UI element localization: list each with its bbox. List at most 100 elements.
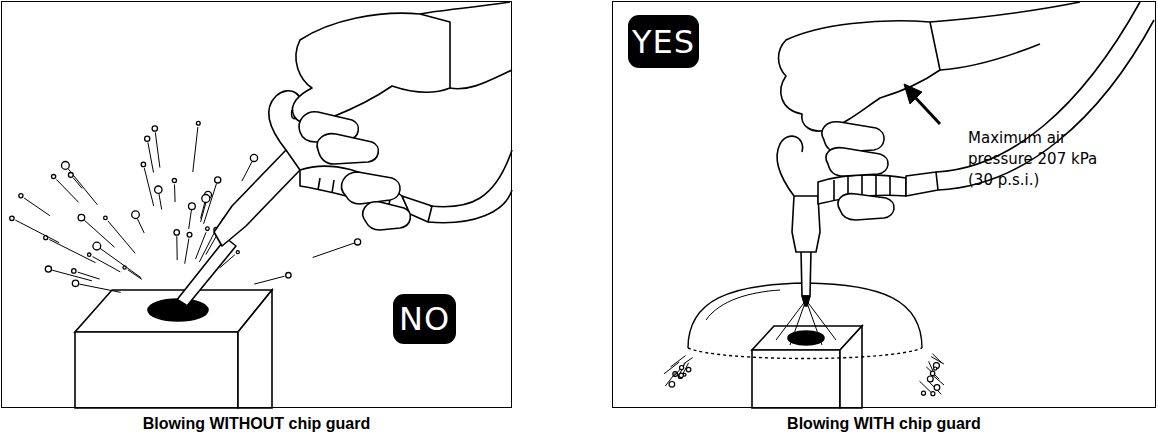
workpiece-block (75, 290, 272, 408)
chip-trail (665, 372, 676, 386)
chip-trail (204, 184, 217, 224)
badge-text: NO (399, 303, 450, 335)
badge-text: YES (632, 26, 695, 58)
chip (669, 382, 675, 388)
chip (922, 391, 926, 395)
finger (838, 194, 894, 220)
chip-trail (24, 198, 50, 216)
chip (202, 195, 210, 203)
chip (72, 280, 78, 286)
chip (686, 367, 691, 372)
chip-trail (93, 257, 121, 272)
chip (174, 230, 179, 235)
chip (930, 371, 934, 375)
chip (931, 392, 935, 396)
guard-rim (688, 348, 922, 359)
gloved-hand (292, 2, 512, 230)
finger (826, 148, 888, 176)
chip (45, 266, 51, 272)
chip (189, 203, 196, 210)
chip-trail (254, 276, 284, 284)
air-gun (172, 91, 432, 312)
illustration-panel: Blowing WITH chip guardYES (612, 1, 1156, 408)
gun-barrel (792, 196, 820, 252)
chip (72, 269, 76, 273)
air-hose (936, 2, 1154, 190)
chip (934, 367, 937, 370)
chip-trail (68, 168, 98, 204)
workpiece-block (752, 326, 862, 408)
gun-nozzle (172, 238, 236, 312)
chip (104, 216, 108, 220)
chip (155, 186, 162, 193)
air-hose (428, 150, 512, 223)
chip-trail (684, 358, 693, 364)
chip-trail (56, 179, 78, 202)
hand-back (779, 21, 941, 131)
chip-trail (201, 202, 205, 218)
chip-trail (920, 381, 932, 392)
chip-trail (185, 239, 189, 264)
chip-trail (196, 232, 207, 259)
chip (215, 177, 221, 183)
chip (679, 373, 683, 377)
panel-caption: Blowing WITH chip guard (613, 415, 1155, 433)
finger (342, 172, 401, 204)
chip-trail (78, 272, 100, 279)
chip-trail (73, 178, 82, 189)
chip (236, 251, 239, 254)
chip (88, 253, 91, 256)
chip (196, 121, 200, 125)
chip-trail (108, 221, 135, 253)
gun-barrel (214, 150, 300, 246)
nozzle-tip (172, 300, 186, 312)
chip-trail (931, 357, 944, 364)
gun-nozzle (801, 250, 811, 296)
chip (10, 216, 14, 220)
chip-trail (159, 194, 162, 210)
chip-trail (144, 168, 153, 206)
chip-trail (137, 218, 144, 233)
nozzle-tip (802, 296, 810, 306)
chip-trail (49, 240, 95, 263)
gun-hook (777, 136, 802, 196)
chip-trail (84, 220, 114, 247)
chip (250, 154, 257, 161)
block-side (238, 290, 272, 408)
chip (286, 273, 291, 278)
hole (148, 299, 208, 321)
illustration-panel: Blowing WITHOUT chip guardNO (1, 1, 512, 408)
chip (62, 162, 70, 170)
chip-trail (674, 363, 685, 376)
air-gun (777, 136, 938, 306)
finger (822, 122, 884, 152)
chip (355, 239, 361, 245)
chip-trail (174, 184, 176, 202)
chip (927, 376, 933, 382)
chip (123, 266, 126, 269)
flying-chips (10, 121, 361, 292)
chip (206, 227, 210, 231)
hose-edge (938, 20, 1154, 190)
guard-highlight (706, 290, 780, 320)
arrow-head (904, 84, 922, 104)
chip-trail (155, 132, 160, 167)
chip-trail (242, 161, 252, 181)
chip-trail (933, 376, 944, 386)
block-front (75, 332, 238, 408)
chip-trail (15, 220, 59, 243)
sleeve (930, 2, 1080, 70)
verdict-badge: NO (393, 294, 456, 344)
chip-trail (313, 243, 354, 257)
chip (93, 242, 101, 250)
hose-edge (428, 190, 512, 223)
chip-trail (128, 270, 142, 280)
chip (68, 173, 73, 178)
finger (317, 134, 378, 164)
chip-trail (189, 210, 192, 229)
pressure-note: Maximum air pressure 207 kPa (30 p.s.i.) (968, 128, 1098, 191)
hole (788, 331, 824, 345)
sleeve (420, 2, 512, 89)
panel-caption: Blowing WITHOUT chip guard (2, 415, 511, 433)
